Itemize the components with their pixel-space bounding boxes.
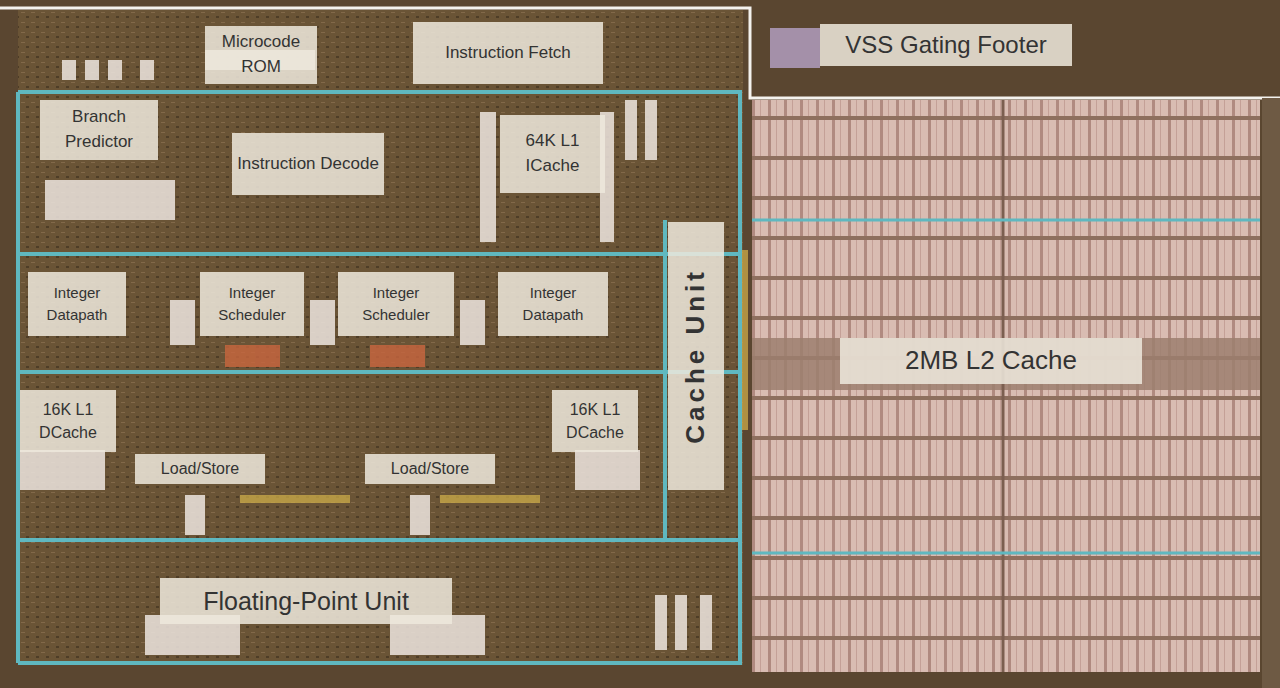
unit-label: Integer Datapath: [498, 272, 608, 336]
unit-label-vertical: Cache Unit: [668, 222, 724, 490]
unit-label: Integer Datapath: [28, 272, 126, 336]
unit-label: Branch Predictor: [40, 100, 158, 160]
unit-name: Instruction Decode: [237, 152, 379, 177]
unit-name: 64K L1 ICache: [500, 129, 605, 178]
unit-name: Integer Datapath: [28, 282, 126, 326]
unit-label: 16K L1 DCache: [20, 390, 116, 452]
unit-name: Integer Scheduler: [338, 282, 454, 326]
unit-name: VSS Gating Footer: [845, 28, 1046, 63]
unit-label: Instruction Decode: [232, 133, 384, 195]
unit-label: VSS Gating Footer: [820, 24, 1072, 66]
unit-label: 16K L1 DCache: [552, 390, 638, 452]
unit-label: Integer Scheduler: [338, 272, 454, 336]
unit-name: Integer Scheduler: [200, 282, 304, 326]
unit-name: Cache Unit: [677, 268, 715, 444]
unit-name: 16K L1 DCache: [552, 398, 638, 444]
unit-label: Floating-Point Unit: [160, 578, 452, 624]
unit-name: Floating-Point Unit: [203, 583, 409, 619]
unit-name: Integer Datapath: [498, 282, 608, 326]
unit-name: Branch Predictor: [40, 105, 158, 154]
unit-name: Microcode ROM: [205, 30, 317, 79]
unit-label: 64K L1 ICache: [500, 115, 605, 193]
unit-label: Load/Store: [365, 454, 495, 484]
unit-label: Load/Store: [135, 454, 265, 484]
unit-label: Microcode ROM: [205, 26, 317, 84]
unit-label: Integer Scheduler: [200, 272, 304, 336]
unit-label: Instruction Fetch: [413, 22, 603, 84]
unit-label: 2MB L2 Cache: [840, 338, 1142, 384]
unit-name: Load/Store: [391, 457, 469, 480]
unit-name: 16K L1 DCache: [20, 398, 116, 444]
unit-name: Load/Store: [161, 457, 239, 480]
unit-name: Instruction Fetch: [445, 41, 571, 66]
unit-name: 2MB L2 Cache: [905, 342, 1077, 380]
